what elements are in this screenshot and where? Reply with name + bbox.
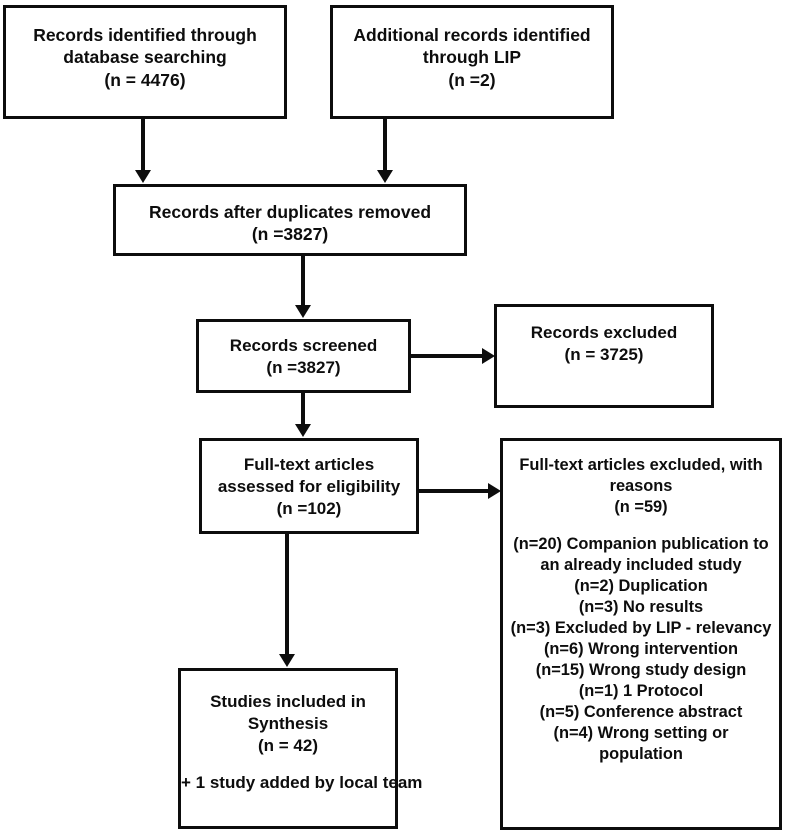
box-count: (n = 4476) — [104, 69, 186, 90]
reason-item: (n=1) 1 Protocol — [578, 681, 704, 700]
connector-duplicates-to-screened — [301, 256, 305, 305]
box-line: reasons — [609, 477, 673, 495]
connector-lip-to-duplicates — [383, 119, 387, 170]
reason-item: (n=3) Excluded by LIP - relevancy — [510, 618, 772, 637]
box-line: Full-text articles excluded, with — [519, 456, 763, 474]
reason-item: (n=15) Wrong study design — [535, 660, 747, 679]
connector-screened-to-excluded — [411, 354, 482, 358]
reason-item: (n=4) Wrong setting or — [553, 723, 729, 742]
arrowhead-screened-to-fulltext — [295, 424, 311, 437]
box-records-after-duplicates-removed: Records after duplicates removed (n =382… — [113, 184, 467, 256]
connector-fulltext-to-included — [285, 534, 289, 654]
box-line: through LIP — [422, 47, 522, 68]
connector-db-search-to-duplicates — [141, 119, 145, 170]
arrowhead-db-search-to-duplicates — [135, 170, 151, 183]
connector-fulltext-to-reasons — [419, 489, 488, 493]
box-count: (n = 42) — [258, 735, 318, 755]
box-count: (n =2) — [448, 69, 496, 90]
box-studies-included-in-synthesis: Studies included in Synthesis (n = 42) +… — [178, 668, 423, 829]
box-line: Synthesis — [247, 713, 329, 733]
reason-item: population — [599, 744, 683, 763]
box-count: (n =3827) — [266, 357, 341, 377]
reason-item: (n=6) Wrong intervention — [543, 639, 739, 658]
box-line: Studies included in — [210, 692, 366, 711]
box-line: Records screened — [229, 336, 378, 355]
arrowhead-lip-to-duplicates — [377, 170, 393, 183]
reason-item: (n=3) No results — [578, 597, 704, 616]
arrowhead-screened-to-excluded — [482, 348, 495, 364]
box-records-excluded: Records excluded (n = 3725) — [494, 304, 714, 408]
box-count: (n =102) — [276, 498, 342, 518]
included-note: + 1 study added by local team — [181, 773, 423, 793]
reason-item: (n=20) Companion publication to — [513, 534, 769, 553]
arrowhead-fulltext-to-included — [279, 654, 295, 667]
box-count: (n = 3725) — [564, 344, 644, 364]
reason-item: an already included study — [540, 555, 742, 574]
arrowhead-fulltext-to-reasons — [488, 483, 501, 499]
box-full-text-articles-excluded-with-reasons: Full-text articles excluded, with reason… — [500, 438, 782, 830]
box-full-text-articles-assessed: Full-text articles assessed for eligibil… — [199, 438, 419, 534]
box-line: Additional records identified — [353, 25, 591, 45]
box-count: (n =3827) — [251, 224, 329, 245]
box-line: Records after duplicates removed — [148, 202, 432, 222]
box-records-screened: Records screened (n =3827) — [196, 319, 411, 393]
box-line: Records excluded — [530, 323, 678, 342]
reason-item: (n=2) Duplication — [574, 576, 708, 595]
box-line: database searching — [63, 47, 227, 68]
arrowhead-duplicates-to-screened — [295, 305, 311, 318]
box-line: Records identified through — [33, 25, 257, 45]
reason-item: (n=5) Conference abstract — [539, 702, 743, 721]
box-records-identified-database-searching: Records identified through database sear… — [3, 5, 287, 119]
box-count: (n =59) — [614, 498, 668, 516]
box-additional-records-lip: Additional records identified through LI… — [330, 5, 614, 119]
box-line: Full-text articles — [243, 455, 375, 474]
box-line: assessed for eligibility — [217, 476, 401, 496]
connector-screened-to-fulltext — [301, 393, 305, 424]
